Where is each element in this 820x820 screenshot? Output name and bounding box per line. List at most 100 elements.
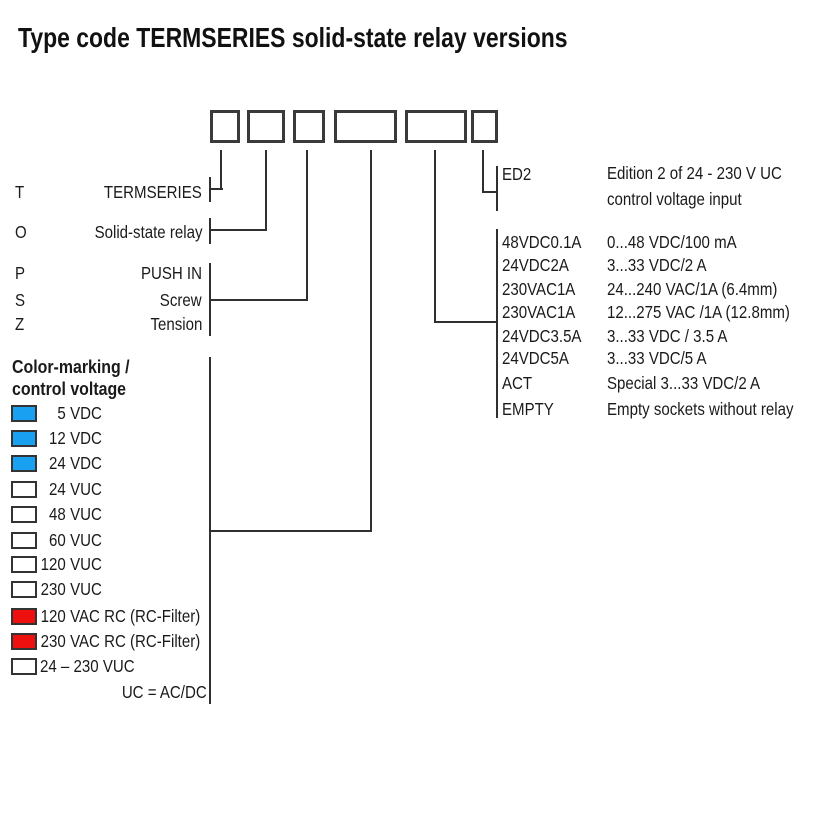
type-code-box (293, 110, 325, 143)
connector-line (209, 357, 211, 704)
variant-description: 24...240 VAC/1A (6.4mm) (607, 279, 778, 299)
variant-description: Empty sockets without relay (607, 399, 794, 419)
variant-description: control voltage input (607, 189, 742, 209)
connector-line (209, 530, 372, 532)
connector-line (265, 150, 267, 231)
connector-line (496, 229, 498, 418)
page-title: Type code TERMSERIES solid-state relay v… (18, 22, 688, 54)
page-title-text: Type code TERMSERIES solid-state relay v… (18, 22, 568, 53)
variant-description: Edition 2 of 24 - 230 V UC (607, 163, 782, 183)
connector-line (482, 150, 484, 193)
code-letter: S (15, 290, 27, 310)
code-letter-text: O (15, 222, 27, 242)
variant-code: 48VDC0.1A (502, 232, 582, 252)
code-letter: O (15, 222, 29, 242)
code-label: Screw (153, 290, 202, 310)
code-letter-text: S (15, 290, 26, 310)
uc-footnote: UC = AC/DC (108, 682, 207, 702)
color-swatch (11, 531, 37, 549)
connector-line (210, 188, 223, 190)
color-section-heading-line1: Color-marking / (12, 356, 130, 377)
connector-line (496, 166, 498, 211)
connector-line (210, 229, 267, 231)
connector-line (370, 150, 372, 532)
connector-line (210, 299, 308, 301)
connector-line (482, 191, 498, 193)
color-swatch (11, 632, 37, 650)
code-letter: T (15, 182, 26, 202)
connector-line (434, 150, 436, 323)
connector-line (209, 263, 211, 336)
color-section-heading: Color-marking / control voltage (12, 356, 149, 400)
variant-description: Special 3...33 VDC/2 A (607, 373, 761, 393)
variant-code: 230VAC1A (502, 302, 576, 322)
variant-description: 3...33 VDC/2 A (607, 255, 707, 275)
variant-code: ACT (502, 373, 533, 393)
color-swatch (11, 404, 37, 422)
code-letter: P (15, 263, 27, 283)
variant-description: 12...275 VAC /1A (12.8mm) (607, 302, 790, 322)
connector-line (220, 150, 222, 190)
code-label-text: TERMSERIES (104, 182, 202, 202)
color-swatch (11, 505, 37, 523)
variant-code: 24VDC3.5A (502, 326, 582, 346)
color-swatch (11, 480, 37, 498)
color-section-heading-line2: control voltage (12, 378, 127, 399)
code-letter-text: T (15, 182, 25, 202)
code-label: PUSH IN (131, 263, 202, 283)
code-label-text: Solid-state relay (94, 222, 202, 242)
type-code-box (247, 110, 285, 143)
code-label-text: Tension (150, 314, 202, 334)
code-letter: Z (15, 314, 26, 334)
connector-line (306, 150, 308, 301)
type-code-box (334, 110, 397, 143)
color-swatch (11, 657, 37, 675)
color-swatch (11, 429, 37, 447)
variant-code: 24VDC2A (502, 255, 569, 275)
type-code-box (405, 110, 467, 143)
code-label: Solid-state relay (77, 222, 202, 242)
code-label: TERMSERIES (88, 182, 202, 202)
uc-footnote-text: UC = AC/DC (122, 682, 207, 702)
code-label: Tension (142, 314, 202, 334)
variant-description: 3...33 VDC/5 A (607, 348, 707, 368)
variant-code: 24VDC5A (502, 348, 569, 368)
color-swatch (11, 580, 37, 598)
connector-line (209, 218, 211, 244)
variant-code: 230VAC1A (502, 279, 576, 299)
connector-line (209, 177, 211, 202)
type-code-box (471, 110, 498, 143)
variant-code: ED2 (502, 164, 532, 184)
connector-line (434, 321, 498, 323)
code-letter-text: P (15, 263, 26, 283)
code-letter-text: Z (15, 314, 25, 334)
variant-code: EMPTY (502, 399, 554, 419)
code-label-text: PUSH IN (140, 263, 202, 283)
color-swatch (11, 454, 37, 472)
type-code-box (210, 110, 240, 143)
variant-description: 0...48 VDC/100 mA (607, 232, 737, 252)
